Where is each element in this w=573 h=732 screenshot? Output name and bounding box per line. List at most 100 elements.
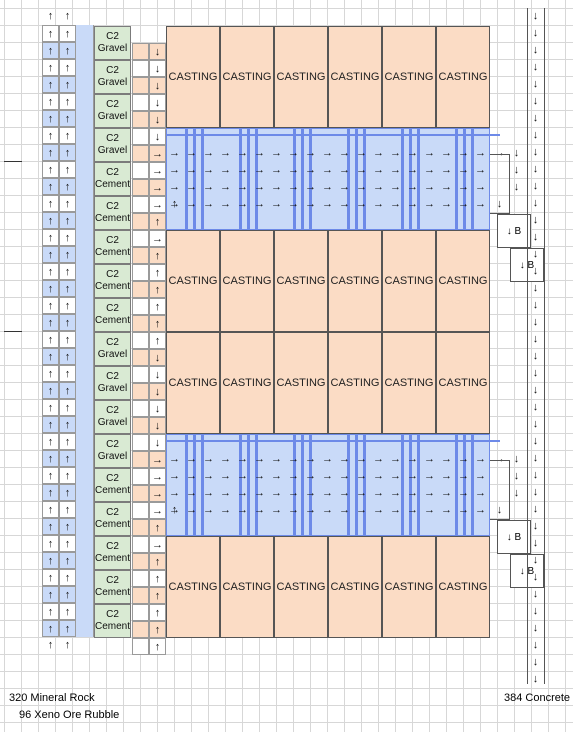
- conveyor-arrow: →: [169, 164, 180, 176]
- input-xeno-ore-label: 96 Xeno Ore Rubble: [19, 709, 120, 721]
- conveyor-arrow: →: [288, 487, 299, 499]
- conveyor-arrow: →: [271, 147, 282, 159]
- conveyor-arrow: →: [424, 453, 435, 465]
- input-belt-arrow: ↑: [42, 331, 59, 348]
- feeder-stripe: [132, 230, 149, 247]
- c2-grinder-material: Gravel: [97, 417, 128, 428]
- feeder-belt-arrow: ↑: [149, 264, 166, 281]
- casting-machine-label: CASTING: [168, 377, 218, 389]
- conveyor-rail: [417, 128, 420, 230]
- output-belt-arrow: ↓: [532, 299, 539, 311]
- output-belt-arrow: ↓: [532, 401, 539, 413]
- feeder-stripe: [132, 468, 149, 485]
- feeder-stripe: [132, 553, 149, 570]
- c2-grinder-material: Gravel: [97, 111, 128, 122]
- conveyor-arrow: →: [424, 504, 435, 516]
- conveyor-arrow: →: [424, 164, 435, 176]
- casting-machine: CASTING: [220, 26, 274, 128]
- feeder-stripe: [132, 196, 149, 213]
- conveyor-arrow: →: [322, 164, 333, 176]
- output-belt-arrow: ↓: [532, 554, 539, 566]
- conveyor-arrow: →: [254, 487, 265, 499]
- conveyor-rail: [247, 434, 250, 536]
- conveyor-arrow: →: [407, 487, 418, 499]
- output-belt-arrow: ↓: [532, 656, 539, 668]
- conveyor-exit-arrow: ↓: [513, 453, 520, 465]
- conveyor-arrow: →: [390, 198, 401, 210]
- conveyor-top-line: [166, 134, 500, 136]
- conveyor-arrow: →: [424, 470, 435, 482]
- feeder-belt-arrow: ↑: [149, 553, 166, 570]
- conveyor-arrow: →: [475, 487, 486, 499]
- casting-machine: CASTING: [436, 536, 490, 638]
- output-belt-arrow: ↓: [532, 435, 539, 447]
- feeder-stripe: [132, 315, 149, 332]
- conveyor-rail: [355, 434, 358, 536]
- casting-machine: CASTING: [328, 230, 382, 332]
- conveyor-arrow: →: [237, 164, 248, 176]
- conveyor-rail: [347, 434, 350, 536]
- conveyor-arrow: →: [169, 453, 180, 465]
- conveyor-arrow: →: [475, 504, 486, 516]
- casting-machine-label: CASTING: [438, 71, 488, 83]
- conveyor-arrow: →: [339, 470, 350, 482]
- input-belt-arrow: ↑: [42, 178, 59, 195]
- conveyor-arrow: →: [203, 181, 214, 193]
- input-belt-arrow: ↑: [59, 25, 76, 42]
- conveyor-arrow: →: [407, 147, 418, 159]
- conveyor-arrow: →: [186, 198, 197, 210]
- c2-grinder-tier: C2: [106, 439, 119, 450]
- casting-machine-label: CASTING: [330, 377, 380, 389]
- feeder-belt-arrow: ↑: [149, 587, 166, 604]
- feeder-stripe: [132, 43, 149, 60]
- input-belt-arrow: ↑: [42, 110, 59, 127]
- conveyor-arrow: →: [271, 181, 282, 193]
- c2-grinder-material: Gravel: [97, 145, 128, 156]
- conveyor-arrow: →: [203, 504, 214, 516]
- input-belt-arrow: ↑: [42, 620, 59, 637]
- conveyor-arrow: →: [441, 470, 452, 482]
- c2-grinder-tier: C2: [106, 575, 119, 586]
- feeder-belt-arrow: →: [149, 536, 166, 553]
- input-belt-arrow: ↑: [59, 263, 76, 280]
- conveyor-arrow: →: [220, 198, 231, 210]
- input-belt-arrow: ↑: [42, 212, 59, 229]
- c2-grinder-tier: C2: [106, 337, 119, 348]
- input-belt-arrow: ↑: [42, 42, 59, 59]
- input-belt-arrow: ↑: [59, 518, 76, 535]
- conveyor-rail: [185, 434, 188, 536]
- feeder-belt-arrow: →: [149, 468, 166, 485]
- input-belt-arrow: ↑: [59, 314, 76, 331]
- casting-machine: CASTING: [274, 26, 328, 128]
- input-belt-arrow: ↑: [59, 467, 76, 484]
- conveyor-arrow: →: [356, 470, 367, 482]
- feeder-belt-arrow: ↓: [149, 349, 166, 366]
- casting-machine-label: CASTING: [168, 275, 218, 287]
- conveyor-arrow: →: [186, 147, 197, 159]
- conveyor-arrow: →: [356, 164, 367, 176]
- input-belt-arrow: ↑: [59, 484, 76, 501]
- casting-machine-label: CASTING: [222, 377, 272, 389]
- feeder-belt-arrow: ↑: [149, 332, 166, 349]
- conveyor-arrow: →: [254, 504, 265, 516]
- casting-machine-label: CASTING: [222, 71, 272, 83]
- input-belt-arrow: ↑: [59, 501, 76, 518]
- conveyor-arrow: →: [458, 504, 469, 516]
- casting-machine: CASTING: [382, 332, 436, 434]
- input-belt-arrow: ↑: [42, 450, 59, 467]
- output-belt-line: [527, 8, 528, 684]
- casting-machine: CASTING: [436, 332, 490, 434]
- conveyor-arrow: →: [203, 198, 214, 210]
- conveyor-exit-box: [490, 154, 510, 214]
- feeder-belt-arrow: ↓: [149, 417, 166, 434]
- c2-grinder-tier: C2: [106, 303, 119, 314]
- conveyor-rail: [401, 434, 404, 536]
- feeder-stripe: [132, 434, 149, 451]
- c2-grinder-tier: C2: [106, 167, 119, 178]
